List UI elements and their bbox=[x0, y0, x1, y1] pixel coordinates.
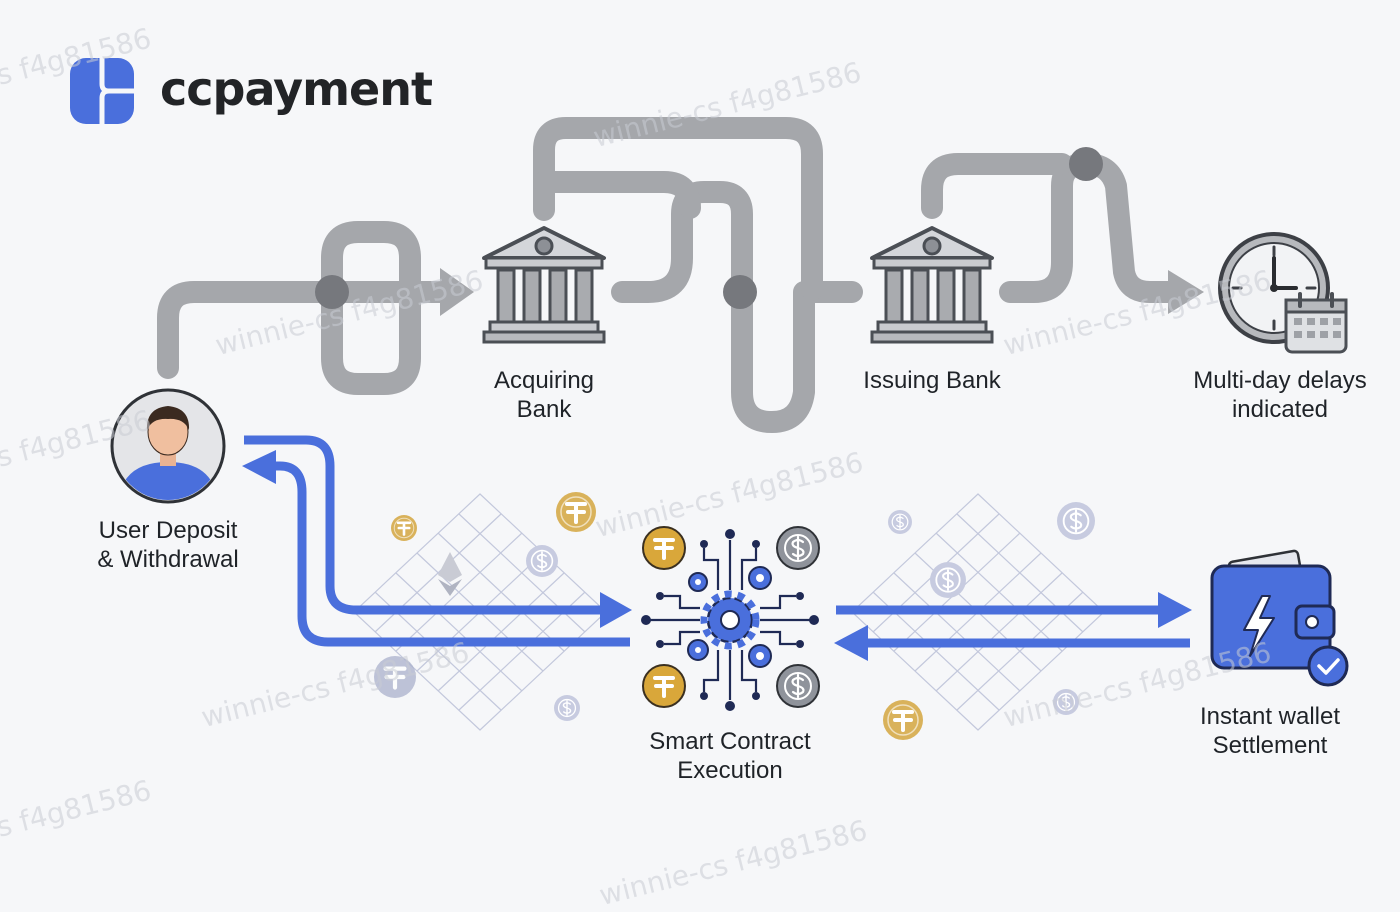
tether-coin-icon bbox=[389, 513, 419, 543]
payment-flow-diagram bbox=[70, 58, 1349, 742]
gray-arrow-head bbox=[1168, 270, 1204, 314]
acquiring-bank-label: Acquiring Bank bbox=[493, 367, 595, 423]
tether-coin-icon bbox=[642, 664, 686, 708]
acquiring-bank-icon bbox=[482, 226, 606, 344]
brand-name: ccpayment bbox=[160, 62, 433, 116]
ethereum-icon bbox=[438, 552, 462, 596]
tether-coin-icon bbox=[881, 698, 925, 742]
dollar-coin-icon bbox=[1055, 500, 1097, 542]
dollar-coin-icon bbox=[525, 544, 559, 578]
dollar-coin-icon bbox=[553, 694, 581, 722]
pipe-node bbox=[315, 275, 349, 309]
gear-network-icon bbox=[641, 526, 820, 711]
delays-label: Multi-day delays indicated bbox=[1193, 367, 1367, 423]
ccpayment-logo-icon bbox=[70, 58, 134, 124]
user-label: User Deposit & Withdrawal bbox=[97, 517, 239, 573]
pipe-node bbox=[1069, 147, 1103, 181]
gray-arrow-head bbox=[440, 268, 474, 316]
pipe-node bbox=[723, 275, 757, 309]
dollar-coin-icon bbox=[929, 561, 967, 599]
calendar-icon bbox=[1284, 292, 1348, 354]
lightning-icon bbox=[1243, 595, 1275, 657]
wallet-icon bbox=[1210, 549, 1349, 687]
tether-coin-icon bbox=[554, 490, 598, 534]
crypto-flow-arrows bbox=[244, 435, 1190, 648]
decorative-coins bbox=[374, 490, 1097, 742]
dollar-coin-icon bbox=[776, 664, 820, 708]
tether-coin-icon bbox=[642, 526, 686, 570]
dollar-coin-icon bbox=[776, 526, 820, 570]
wallet-label: Instant wallet Settlement bbox=[1199, 703, 1341, 759]
smart-contract-label: Smart Contract Execution bbox=[649, 728, 811, 784]
check-icon bbox=[1307, 645, 1349, 687]
issuing-bank-label: Issuing Bank bbox=[863, 367, 1001, 394]
blue-arrow-heads bbox=[242, 450, 1192, 661]
dollar-coin-icon bbox=[887, 509, 913, 535]
user-avatar-icon bbox=[110, 388, 226, 504]
issuing-bank-icon bbox=[870, 226, 994, 344]
